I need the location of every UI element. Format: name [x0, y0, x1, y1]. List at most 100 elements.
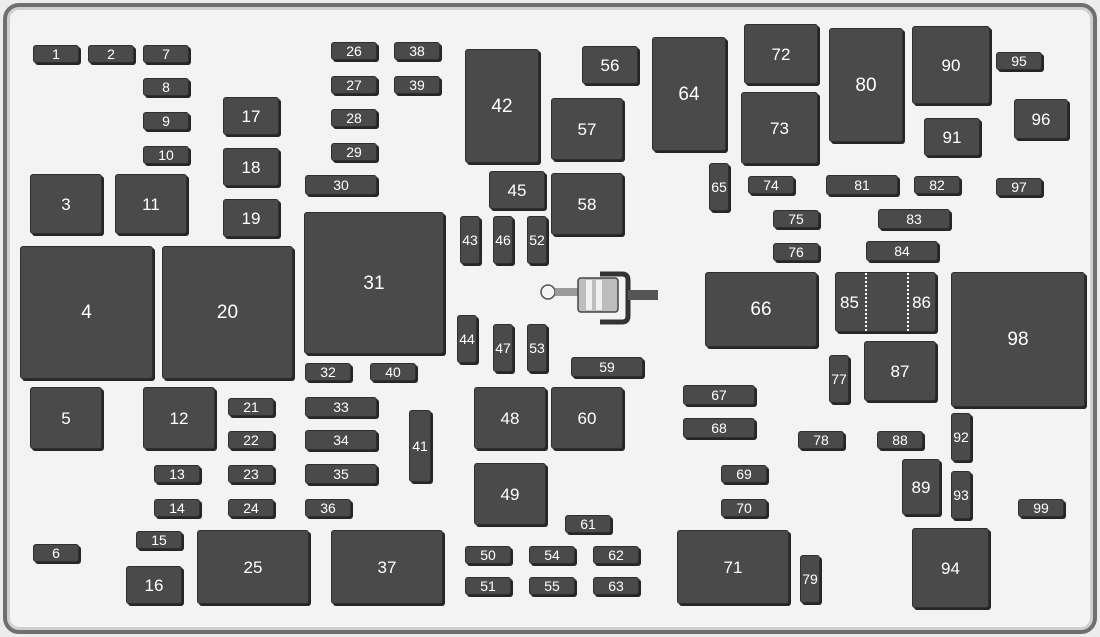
divider	[907, 273, 909, 331]
fuse-slot: 54	[529, 546, 575, 564]
relay-slot-label: 86	[912, 292, 931, 312]
fuse-slot: 46	[493, 216, 513, 264]
relay-slot: 72	[744, 24, 818, 84]
relay-slot: 12	[143, 387, 215, 449]
fuse-slot: 53	[527, 324, 547, 372]
relay-slot-split: 85 86	[835, 272, 936, 332]
fuse-slot: 26	[331, 42, 377, 60]
relay-slot: 87	[864, 341, 936, 401]
fuse-slot: 30	[305, 175, 377, 195]
relay-slot: 19	[223, 199, 279, 237]
relay-slot: 64	[652, 37, 726, 151]
relay-slot: 20	[162, 246, 293, 379]
fuse-slot: 50	[465, 546, 511, 564]
fuse-slot: 7	[143, 45, 189, 63]
fuse-slot: 81	[826, 175, 898, 195]
relay-slot: 94	[912, 528, 989, 608]
fuse-slot: 74	[748, 176, 794, 194]
fuse-slot: 27	[331, 76, 377, 94]
fuse-slot: 47	[493, 324, 513, 372]
relay-slot: 42	[465, 49, 539, 163]
relay-slot: 25	[197, 530, 309, 604]
relay-slot: 80	[829, 28, 903, 142]
fuse-slot: 97	[996, 178, 1042, 196]
fuse-slot: 14	[154, 499, 200, 517]
fuse-slot: 9	[143, 112, 189, 130]
fuse-slot: 65	[709, 163, 729, 211]
fuse-slot: 79	[800, 555, 820, 603]
relay-slot: 16	[126, 566, 182, 604]
fuse-slot: 33	[305, 397, 377, 417]
fuse-slot: 43	[460, 216, 480, 264]
fuse-slot: 59	[571, 357, 643, 377]
fuse-slot: 51	[465, 577, 511, 595]
fuse-slot: 75	[773, 210, 819, 228]
fuse-slot: 6	[33, 544, 79, 562]
relay-slot: 89	[902, 459, 940, 515]
relay-slot: 91	[924, 118, 980, 156]
relay-slot: 73	[741, 92, 818, 164]
fuse-slot: 44	[457, 315, 477, 363]
fuse-slot: 8	[143, 78, 189, 96]
fuse-slot: 61	[565, 515, 611, 533]
center-connector-icon	[540, 271, 658, 325]
relay-slot: 96	[1014, 99, 1068, 139]
fuse-slot: 63	[593, 577, 639, 595]
fuse-slot: 35	[305, 464, 377, 484]
relay-slot: 4	[20, 246, 153, 379]
fuse-slot: 84	[866, 241, 938, 261]
relay-slot: 71	[677, 530, 789, 604]
relay-slot: 18	[223, 148, 279, 186]
fuse-slot: 13	[154, 465, 200, 483]
relay-slot: 58	[551, 173, 623, 235]
fuse-slot: 92	[951, 413, 971, 461]
fuse-slot: 77	[829, 355, 849, 403]
fuse-slot: 93	[951, 471, 971, 519]
relay-slot: 37	[331, 530, 443, 604]
fuse-slot: 99	[1018, 499, 1064, 517]
relay-slot: 5	[30, 387, 102, 449]
relay-slot: 90	[912, 26, 990, 104]
relay-slot: 66	[705, 272, 817, 347]
fuse-slot: 36	[305, 499, 351, 517]
fuse-slot: 29	[331, 143, 377, 161]
fuse-slot: 83	[878, 209, 950, 229]
relay-slot: 48	[474, 387, 546, 449]
fuse-slot: 62	[593, 546, 639, 564]
fuse-slot: 10	[143, 146, 189, 164]
fuse-slot: 40	[370, 363, 416, 381]
relay-slot: 57	[551, 98, 623, 160]
relay-slot: 31	[304, 212, 444, 354]
relay-slot-label: 85	[840, 292, 859, 312]
fuse-slot: 22	[228, 431, 274, 449]
fuse-slot: 69	[721, 465, 767, 483]
fuse-slot: 52	[527, 216, 547, 264]
fuse-slot: 67	[683, 385, 755, 405]
fuse-slot: 82	[914, 176, 960, 194]
fuse-slot: 23	[228, 465, 274, 483]
fuse-slot: 78	[798, 431, 844, 449]
fuse-slot: 39	[394, 76, 440, 94]
relay-slot: 49	[474, 463, 546, 525]
divider	[865, 273, 867, 331]
fuse-slot: 55	[529, 577, 575, 595]
fuse-slot: 76	[773, 243, 819, 261]
fuse-slot: 38	[394, 42, 440, 60]
relay-slot: 56	[582, 46, 638, 84]
relay-slot: 11	[115, 174, 187, 234]
fuse-slot: 68	[683, 418, 755, 438]
fuse-slot: 2	[88, 45, 134, 63]
fuse-slot: 28	[331, 109, 377, 127]
fuse-slot: 21	[228, 398, 274, 416]
relay-slot: 3	[30, 174, 102, 234]
fuse-slot: 95	[996, 52, 1042, 70]
relay-slot: 60	[551, 387, 623, 449]
fuse-slot: 1	[33, 45, 79, 63]
fuse-slot: 32	[305, 363, 351, 381]
fuse-slot: 34	[305, 430, 377, 450]
relay-slot: 98	[951, 272, 1085, 407]
fuse-slot: 70	[721, 499, 767, 517]
fuse-slot: 41	[409, 410, 431, 482]
fuse-slot: 15	[136, 531, 182, 549]
